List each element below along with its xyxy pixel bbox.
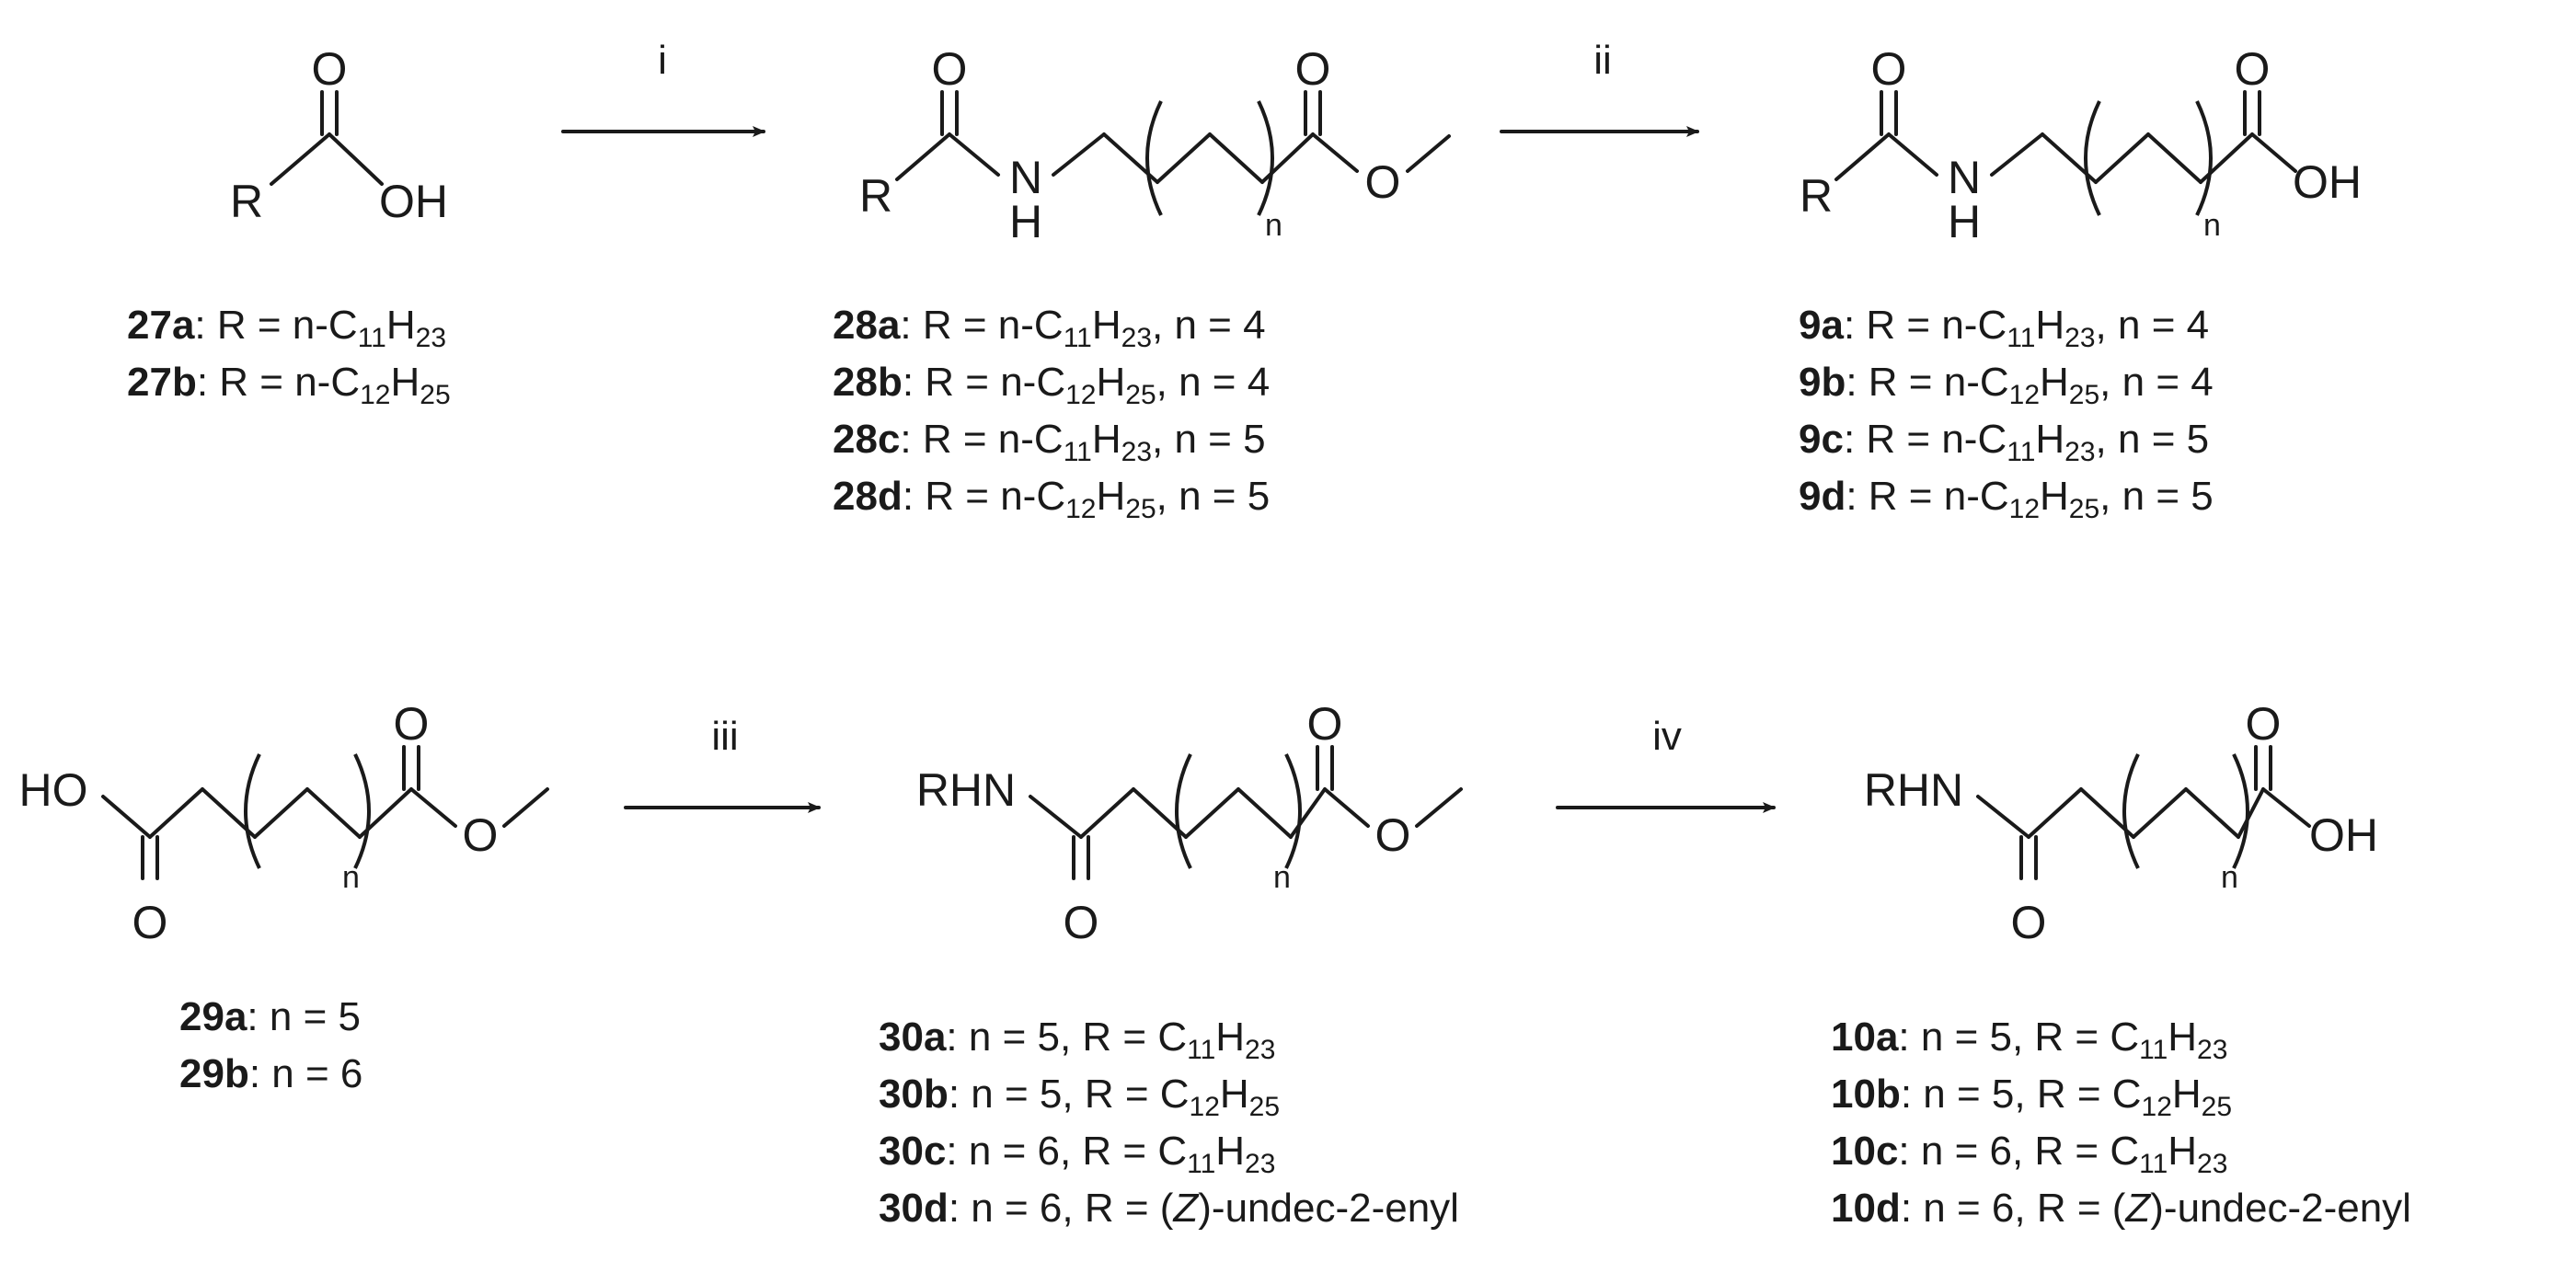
- atom-label: O: [1375, 809, 1411, 861]
- atom-label: N: [1009, 152, 1042, 203]
- reaction-arrow-i: i: [561, 38, 765, 137]
- atom-label: N: [1948, 152, 1981, 203]
- reaction-arrow-iii: iii: [624, 714, 821, 813]
- arrow-label: iv: [1652, 714, 1682, 759]
- legend-row-10d: 10d: n = 6, R = (Z)-undec-2-enyl: [1831, 1186, 2411, 1231]
- legend-30: 30a: n = 5, R = C11H23 30b: n = 5, R = C…: [879, 1009, 1459, 1237]
- atom-label: HO: [19, 764, 88, 816]
- legend-9: 9a: R = n-C11H23, n = 4 9b: R = n-C12H25…: [1799, 297, 2214, 525]
- structure-27: O R OH: [230, 43, 448, 227]
- atom-label: n: [1273, 860, 1291, 895]
- atom-label: O: [1295, 43, 1331, 95]
- atom-label: OH: [379, 176, 448, 227]
- legend-row-10c: 10c: n = 6, R = C11H23: [1831, 1129, 2228, 1179]
- atom-label: O: [132, 897, 168, 948]
- atom-label: OH: [2293, 156, 2362, 208]
- atom-label: n: [2221, 860, 2238, 895]
- atom-label: O: [1871, 43, 1907, 95]
- legend-row-28c: 28c: R = n-C11H23, n = 5: [833, 417, 1266, 467]
- atom-label: RHN: [916, 764, 1016, 816]
- atom-label: R: [1800, 170, 1833, 222]
- reaction-arrow-iv: iv: [1556, 714, 1776, 813]
- legend-row-30c: 30c: n = 6, R = C11H23: [879, 1129, 1276, 1179]
- atom-label: O: [2246, 698, 2282, 750]
- legend-row-9c: 9c: R = n-C11H23, n = 5: [1799, 417, 2210, 467]
- legend-row-29a: 29a: n = 5: [179, 994, 361, 1039]
- legend-row-9b: 9b: R = n-C12H25, n = 4: [1799, 360, 2214, 410]
- atom-label: n: [342, 860, 360, 895]
- atom-label: O: [463, 809, 499, 861]
- atom-label: O: [1307, 698, 1343, 750]
- atom-label: H: [1948, 196, 1981, 247]
- legend-row-30a: 30a: n = 5, R = C11H23: [879, 1015, 1276, 1065]
- legend-row-9a: 9a: R = n-C11H23, n = 4: [1799, 303, 2210, 353]
- atom-label: OH: [2309, 809, 2378, 861]
- atom-label: R: [230, 176, 263, 227]
- legend-row-30d: 30d: n = 6, R = (Z)-undec-2-enyl: [879, 1186, 1459, 1231]
- reaction-arrow-ii: ii: [1500, 38, 1699, 137]
- atom-label: O: [2235, 43, 2271, 95]
- legend-row-27a: 27a: R = n-C11H23: [127, 303, 447, 353]
- legend-29: 29a: n = 5 29b: n = 6: [179, 989, 362, 1103]
- arrow-label: i: [658, 38, 667, 83]
- legend-row-28a: 28a: R = n-C11H23, n = 4: [833, 303, 1266, 353]
- structure-10: RHN O O OH n: [1864, 698, 2378, 948]
- legend-10: 10a: n = 5, R = C11H23 10b: n = 5, R = C…: [1831, 1009, 2411, 1237]
- atom-label: RHN: [1864, 764, 1963, 816]
- legend-row-28d: 28d: R = n-C12H25, n = 5: [833, 474, 1271, 524]
- atom-label: O: [1064, 897, 1099, 948]
- atom-label: n: [1265, 208, 1282, 243]
- legend-row-30b: 30b: n = 5, R = C12H25: [879, 1072, 1281, 1122]
- atom-label: O: [2011, 897, 2047, 948]
- legend-row-10a: 10a: n = 5, R = C11H23: [1831, 1015, 2228, 1065]
- atom-label: O: [1365, 156, 1401, 208]
- structure-28: O O R N H O n: [859, 43, 1451, 247]
- atom-label: H: [1009, 196, 1042, 247]
- arrow-label: ii: [1593, 38, 1612, 83]
- legend-row-29b: 29b: n = 6: [179, 1051, 363, 1096]
- legend-28: 28a: R = n-C11H23, n = 4 28b: R = n-C12H…: [833, 297, 1270, 525]
- atom-label: O: [394, 698, 430, 750]
- structure-30: RHN O O O n: [916, 698, 1463, 948]
- atom-label: O: [932, 43, 968, 95]
- legend-row-28b: 28b: R = n-C12H25, n = 4: [833, 360, 1271, 410]
- atom-label: O: [312, 43, 348, 95]
- arrow-label: iii: [711, 714, 738, 759]
- legend-row-9d: 9d: R = n-C12H25, n = 5: [1799, 474, 2214, 524]
- structure-29: HO O O O n: [19, 698, 549, 948]
- structure-9: O O R N H OH n: [1800, 43, 2362, 247]
- legend-27: 27a: R = n-C11H23 27b: R = n-C12H25: [127, 297, 451, 411]
- atom-label: n: [2203, 208, 2221, 243]
- legend-row-10b: 10b: n = 5, R = C12H25: [1831, 1072, 2233, 1122]
- legend-row-27b: 27b: R = n-C12H25: [127, 360, 451, 410]
- atom-label: R: [859, 170, 892, 222]
